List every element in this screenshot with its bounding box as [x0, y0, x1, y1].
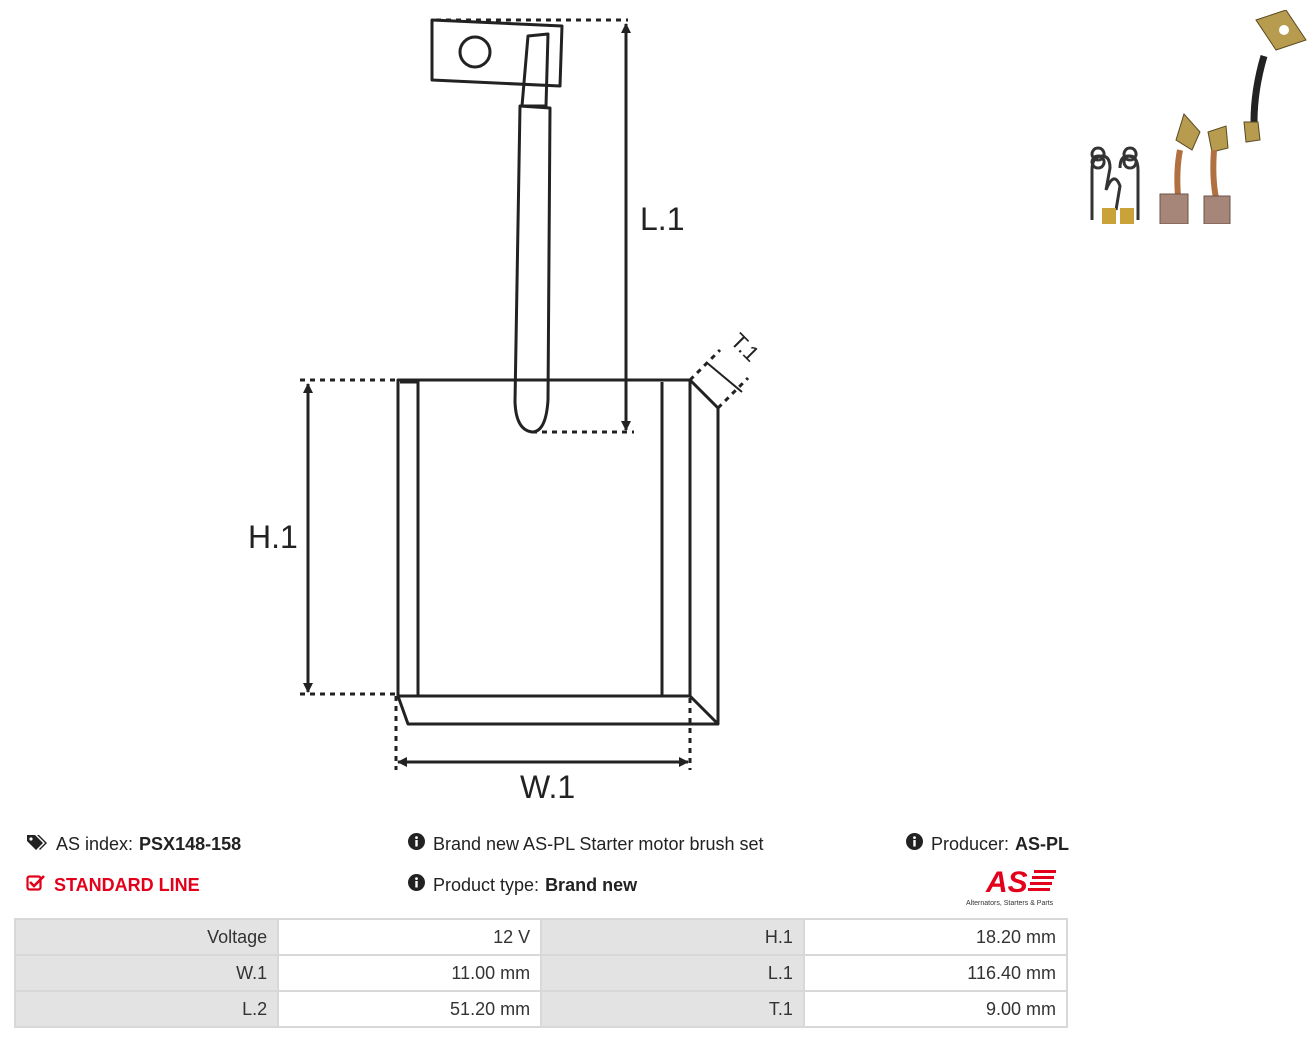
h1-label: H.1: [248, 519, 298, 555]
spec-name: L.1: [540, 954, 805, 992]
product-type-label: Product type:: [433, 874, 540, 895]
description-text: Brand new AS-PL Starter motor brush set: [433, 833, 764, 854]
w1-label: W.1: [520, 769, 575, 805]
spec-value: 18.20 mm: [802, 918, 1069, 956]
producer-label: Producer:: [931, 833, 1010, 854]
dimension-diagram: L.1 H.1 W.1 T.1: [248, 18, 764, 805]
terminal-hole: [458, 35, 492, 69]
t1-label: T.1: [726, 328, 764, 366]
info-icon: [408, 833, 425, 855]
description-row: Brand new AS-PL Starter motor brush set: [408, 833, 764, 855]
spec-name: H.1: [540, 918, 805, 956]
info-icon: [408, 874, 425, 896]
standard-line-row: STANDARD LINE: [26, 874, 200, 897]
spec-value: 9.00 mm: [802, 990, 1069, 1028]
svg-text:AS: AS: [985, 866, 1028, 899]
l1-label: L.1: [640, 201, 684, 237]
as-index-label: AS index:: [56, 834, 134, 854]
checkbox-icon: [26, 874, 46, 897]
standard-line-label: STANDARD LINE: [54, 875, 200, 895]
spec-value: 12 V: [277, 918, 543, 956]
spec-name: T.1: [540, 990, 805, 1028]
info-icon: [906, 833, 923, 855]
tags-icon: [26, 833, 48, 856]
spec-name: L.2: [13, 990, 280, 1028]
svg-text:Alternators, Starters & Parts: Alternators, Starters & Parts: [966, 900, 1054, 907]
spec-value: 11.00 mm: [277, 954, 543, 992]
spec-name: W.1: [13, 954, 280, 992]
brush-body: [396, 378, 692, 698]
producer-value: AS-PL: [1015, 833, 1070, 854]
t1-dimension: [705, 361, 743, 393]
as-index-row: AS index: PSX148-158: [26, 833, 241, 856]
product-type-row: Product type: Brand new: [408, 874, 637, 896]
terminal-lug: [430, 18, 564, 88]
shunt-wire: [513, 104, 552, 434]
spec-name: Voltage: [13, 918, 280, 956]
spec-value: 51.20 mm: [277, 990, 543, 1028]
product-type-value: Brand new: [545, 874, 638, 895]
as-index-value: PSX148-158: [139, 834, 242, 854]
producer-row: Producer: AS-PL: [906, 833, 1069, 855]
as-pl-logo: AS Alternators, Starters & Parts: [966, 866, 1056, 907]
product-photo: [1090, 10, 1307, 224]
spec-value: 116.40 mm: [802, 954, 1069, 992]
